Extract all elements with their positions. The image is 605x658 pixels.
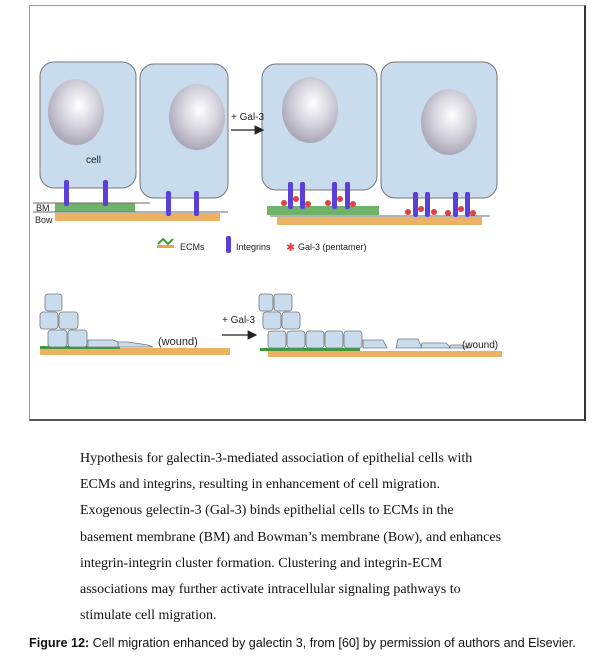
nucleus-2 <box>169 84 225 150</box>
bow-legend-icon <box>157 245 174 248</box>
integrins-top <box>64 180 470 217</box>
integrin-legend-icon <box>226 236 231 253</box>
top-arrow-label: + Gal-3 <box>231 112 265 123</box>
wound-panel-left: (wound) <box>39 293 230 355</box>
legend: ECMs Integrins ✱ Gal-3 (pentamer) <box>157 236 367 254</box>
figure-caption-text: Cell migration enhanced by galectin 3, f… <box>89 636 576 650</box>
nucleus-4 <box>421 89 477 155</box>
description-line: stimulate cell migration. <box>80 608 217 624</box>
figure-diagram: cell BM Bow + Gal-3 ECMs Integrins ✱ Gal… <box>33 61 502 357</box>
bow-layer-right <box>277 217 482 225</box>
gal3-legend-icon: ✱ <box>286 242 295 254</box>
bow-label: Bow <box>35 215 53 225</box>
description-line: ECMs and integrins, resulting in enhance… <box>80 477 441 493</box>
bow-layer-left <box>55 213 220 221</box>
bottom-arrow-label: + Gal-3 <box>222 315 256 326</box>
bm-label: BM <box>36 203 50 213</box>
legend-integrins: Integrins <box>236 242 271 252</box>
description-line: associations may further activate intrac… <box>80 581 461 597</box>
wound-label-right: (wound) <box>462 340 498 351</box>
description-line: Exogenous gelectin-3 (Gal-3) binds epith… <box>80 503 454 519</box>
legend-ecms: ECMs <box>180 242 205 252</box>
figure-caption-label: Figure 12: <box>29 636 90 650</box>
wound-label-left: (wound) <box>158 336 198 348</box>
gal3-markers-top <box>281 196 476 216</box>
wound-panel-right: (wound) <box>258 293 502 357</box>
figure-description: Hypothesis for galectin-3-mediated assoc… <box>80 446 550 629</box>
nucleus-1 <box>48 79 104 145</box>
description-line: integrin-integrin cluster formation. Clu… <box>80 555 443 571</box>
description-line: basement membrane (BM) and Bowman’s memb… <box>80 529 502 545</box>
legend-gal3: Gal-3 (pentamer) <box>298 242 367 252</box>
ecm-layer-left <box>55 203 135 212</box>
nucleus-3 <box>282 77 338 143</box>
figure-caption: Figure 12: Cell migration enhanced by ga… <box>29 636 576 650</box>
figure-box <box>29 5 586 421</box>
description-line: Hypothesis for galectin-3-mediated assoc… <box>80 451 473 466</box>
ecm-layer-right <box>267 206 379 215</box>
cell-label: cell <box>86 155 101 166</box>
ecm-legend-icon <box>157 237 174 246</box>
